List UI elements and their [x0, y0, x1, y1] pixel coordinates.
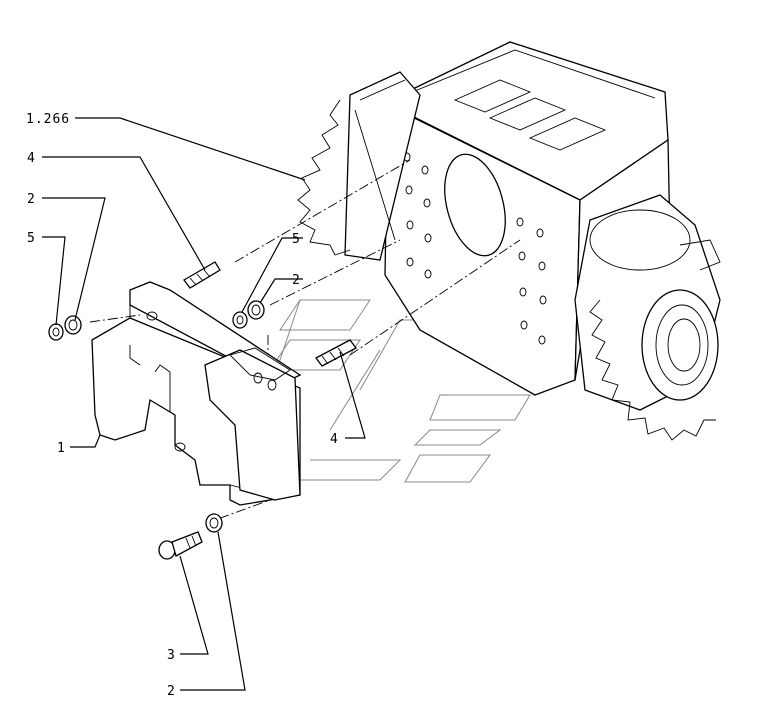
callout-washer-mid: 2: [292, 273, 301, 288]
bolt-part: [158, 531, 203, 560]
callout-washer-bottom: 2: [167, 684, 176, 699]
guard-part: [91, 281, 302, 506]
leader-lines: [42, 117, 366, 691]
callout-labels: 1.266 4 2 5 5 2 4 1 3 2: [26, 112, 339, 699]
housing-bolt-holes: [403, 152, 547, 345]
callout-guard: 1: [57, 441, 66, 456]
axle-housing: [297, 41, 721, 441]
callout-stud-lower: 4: [330, 432, 339, 447]
callout-nut-mid: 5: [292, 232, 301, 247]
callout-bolt: 3: [167, 648, 176, 663]
nut-washer-mid: [232, 300, 265, 329]
stud-lower-part: [315, 339, 357, 367]
callout-washer-left: 2: [27, 192, 36, 207]
washer-bottom-part: [205, 513, 223, 533]
callout-1266: 1.266: [26, 112, 70, 127]
callout-stud-top: 4: [27, 151, 36, 166]
nut-washer-left: [48, 315, 82, 341]
callout-nut-left: 5: [27, 231, 36, 246]
stud-top-part: [183, 261, 221, 289]
